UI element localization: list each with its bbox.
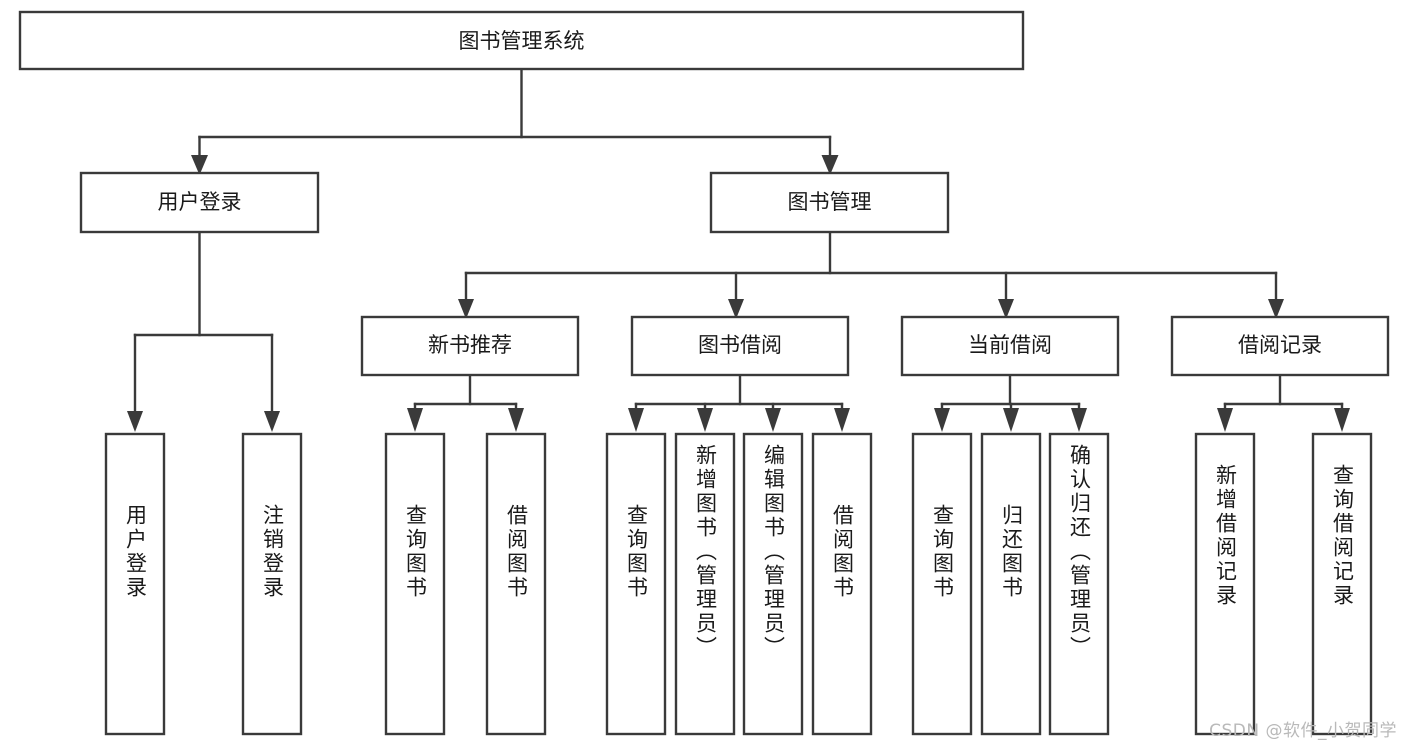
leaf-box-query-record[interactable] [1311, 432, 1373, 736]
node-root-box[interactable] [18, 10, 1025, 71]
node-book-borrow[interactable]: 图书借阅 [630, 315, 850, 377]
leaf-box-user-login[interactable] [104, 432, 166, 736]
node-borrow-record-label: 借阅记录 [1238, 333, 1322, 357]
arrowhead-newbook [458, 299, 474, 319]
arrowhead-leaf-logout [264, 411, 280, 432]
arrowhead-bookborrow [728, 299, 744, 319]
connector-group-bookborrow [628, 373, 850, 432]
leaf-box-add-record[interactable] [1194, 432, 1256, 736]
leaf-box-logout[interactable] [241, 432, 303, 736]
node-current-borrow[interactable]: 当前借阅 [900, 315, 1120, 377]
node-new-book-rec[interactable]: 新书推荐 [360, 315, 580, 377]
leaf-box-borrow-book-1[interactable] [485, 432, 547, 736]
leaf-box-query-book-3[interactable] [911, 432, 973, 736]
connector-group-root [191, 67, 839, 175]
node-borrow-record[interactable]: 借阅记录 [1170, 315, 1390, 377]
node-new-book-rec-label: 新书推荐 [428, 333, 512, 357]
leaf-box-edit-book[interactable] [742, 432, 804, 736]
connector-group-userlogin [127, 230, 280, 432]
connector-group-currentborrow [934, 373, 1087, 432]
leaf-box-add-book[interactable] [674, 432, 736, 736]
arrowhead-leaf-queryrecord [1334, 408, 1350, 432]
arrowhead-leaf-userlogin [127, 411, 143, 432]
arrowhead-leaf-borrow2 [834, 408, 850, 432]
leaf-box-return-book[interactable] [980, 432, 1042, 736]
node-user-login-box[interactable] [79, 171, 320, 234]
node-book-borrow-box[interactable] [630, 315, 850, 377]
node-new-book-rec-box[interactable] [360, 315, 580, 377]
arrowhead-leaf-query3 [934, 408, 950, 432]
arrowhead-leaf-editbook [765, 408, 781, 432]
node-current-borrow-box[interactable] [900, 315, 1120, 377]
node-root-label: 图书管理系统 [459, 29, 585, 53]
leaf-box-confirm-return[interactable] [1048, 432, 1110, 736]
arrowhead-leaf-confirmreturn [1071, 408, 1087, 432]
arrowhead-leaf-query2 [628, 408, 644, 432]
connector-group-bookmanage [458, 230, 1284, 319]
arrowhead-borrowrecord [1268, 299, 1284, 319]
arrowhead-currentborrow [998, 299, 1014, 319]
node-borrow-record-box[interactable] [1170, 315, 1390, 377]
node-root[interactable]: 图书管理系统 [18, 10, 1025, 71]
node-current-borrow-label: 当前借阅 [968, 333, 1052, 357]
arrowhead-userlogin [191, 155, 208, 175]
watermark-text: CSDN @软件_小贺同学 [1209, 721, 1397, 741]
leaf-boxes [104, 432, 1373, 736]
node-book-manage[interactable]: 图书管理 [709, 171, 950, 234]
node-book-manage-box[interactable] [709, 171, 950, 234]
node-user-login[interactable]: 用户登录 [79, 171, 320, 234]
arrowhead-leaf-return [1003, 408, 1019, 432]
leaf-box-query-book-2[interactable] [605, 432, 667, 736]
node-book-borrow-label: 图书借阅 [698, 333, 782, 357]
arrowhead-leaf-borrow1 [508, 408, 524, 432]
arrowhead-leaf-query1 [407, 408, 423, 432]
connector-group-borrowrecord [1217, 373, 1350, 432]
arrowhead-leaf-addrecord [1217, 408, 1233, 432]
arrowhead-leaf-addbook [697, 408, 713, 432]
node-book-manage-label: 图书管理 [788, 190, 872, 214]
leaf-box-borrow-book-2[interactable] [811, 432, 873, 736]
connector-group-newbook [407, 373, 524, 432]
leaf-box-query-book-1[interactable] [384, 432, 446, 736]
node-user-login-label: 用户登录 [158, 190, 242, 214]
arrowhead-bookmanage [821, 155, 839, 175]
